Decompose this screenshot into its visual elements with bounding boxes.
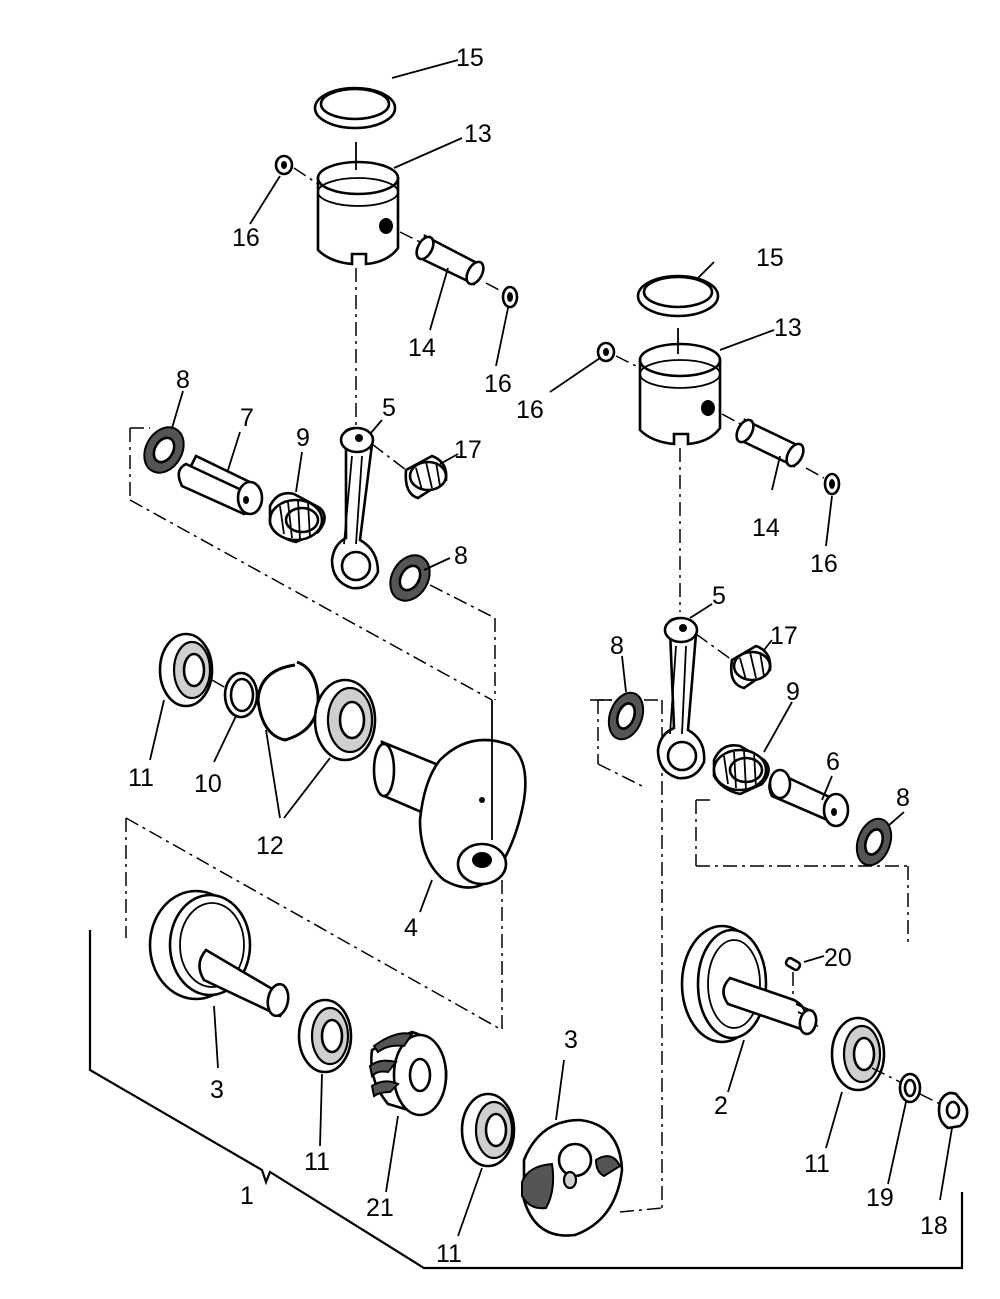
callout-8-left-b: 8 xyxy=(454,542,468,570)
ball-bearing-left-lower xyxy=(297,998,353,1074)
callout-3-right: 3 xyxy=(564,1026,578,1054)
crank-pin-left xyxy=(177,454,264,516)
callout-11-right: 11 xyxy=(804,1150,830,1178)
piston-ring-right xyxy=(636,274,720,318)
callout-5-right: 5 xyxy=(712,582,726,610)
ball-bearing-center-lower xyxy=(460,1092,516,1168)
callout-15-right: 15 xyxy=(756,244,784,272)
callout-2: 2 xyxy=(714,1092,728,1120)
crank-wheel-3-right xyxy=(521,1118,624,1237)
piston-pin-left xyxy=(415,233,485,286)
connecting-rod-left xyxy=(330,426,380,590)
callout-8-right-b: 8 xyxy=(896,784,910,812)
needle-bearing-small-left xyxy=(404,454,448,500)
crank-pin-right xyxy=(768,768,850,828)
callout-16-right-a: 16 xyxy=(516,396,544,424)
ball-bearing-left-inner xyxy=(313,678,377,762)
crank-wheel-2 xyxy=(680,924,819,1044)
callout-16-left-b: 16 xyxy=(484,370,512,398)
ball-bearing-left-outer xyxy=(158,632,214,708)
thrust-washer-left-b xyxy=(389,554,431,602)
callout-5-left: 5 xyxy=(382,394,396,422)
nut-18 xyxy=(937,1091,969,1130)
callout-1: 1 xyxy=(240,1182,254,1210)
callout-16-right-b: 16 xyxy=(810,550,838,578)
piston-ring-left xyxy=(313,86,397,130)
callout-13-right: 13 xyxy=(774,314,802,342)
callout-21: 21 xyxy=(366,1194,394,1222)
callout-12: 12 xyxy=(256,832,284,860)
circlip-left-a xyxy=(274,154,294,176)
connecting-rod-right xyxy=(656,616,706,780)
callout-14-left: 14 xyxy=(408,334,436,362)
callout-7: 7 xyxy=(240,404,254,432)
callout-16-left-a: 16 xyxy=(232,224,260,252)
thrust-washer-right-b xyxy=(855,817,893,867)
needle-bearing-right xyxy=(712,744,770,796)
callout-14-right: 14 xyxy=(752,514,780,542)
callout-10: 10 xyxy=(194,770,222,798)
needle-bearing-left xyxy=(268,491,326,544)
thrust-washer-left-a xyxy=(143,426,185,474)
ball-bearing-right-lower xyxy=(830,1016,886,1092)
callout-11-left-lower: 11 xyxy=(304,1148,330,1176)
callout-11-left-upper: 11 xyxy=(128,764,154,792)
callout-6: 6 xyxy=(826,748,840,776)
circlip-right-a xyxy=(596,341,616,363)
circlip-left-b xyxy=(501,285,519,309)
callout-3-left: 3 xyxy=(210,1076,224,1104)
callout-17-left: 17 xyxy=(454,436,482,464)
crank-wheel-3-left xyxy=(148,889,290,1018)
callout-9-right: 9 xyxy=(786,678,800,706)
thrust-washer-right-a xyxy=(607,691,645,741)
piston-right xyxy=(638,342,722,446)
callout-15-left: 15 xyxy=(456,44,484,72)
callout-20: 20 xyxy=(824,944,852,972)
callout-18: 18 xyxy=(920,1212,948,1240)
piston-left xyxy=(316,160,400,266)
seal-21 xyxy=(368,1030,448,1117)
piston-pin-right xyxy=(735,417,805,468)
needle-bearing-small-right xyxy=(729,644,772,690)
retaining-ring-left xyxy=(256,660,320,742)
snap-ring-left xyxy=(223,671,259,719)
washer-19 xyxy=(898,1072,922,1104)
woodruff-key-20 xyxy=(784,956,802,972)
callout-9-left: 9 xyxy=(296,424,310,452)
callout-13-left: 13 xyxy=(464,120,492,148)
callout-19: 19 xyxy=(866,1184,894,1212)
callout-8-right-a: 8 xyxy=(610,632,624,660)
callout-8-left-a: 8 xyxy=(176,366,190,394)
crank-wheel-4 xyxy=(372,738,527,889)
callout-11-center: 11 xyxy=(436,1240,462,1268)
circlip-right-b xyxy=(823,472,841,496)
callout-4: 4 xyxy=(404,914,418,942)
callout-17-right: 17 xyxy=(770,622,798,650)
